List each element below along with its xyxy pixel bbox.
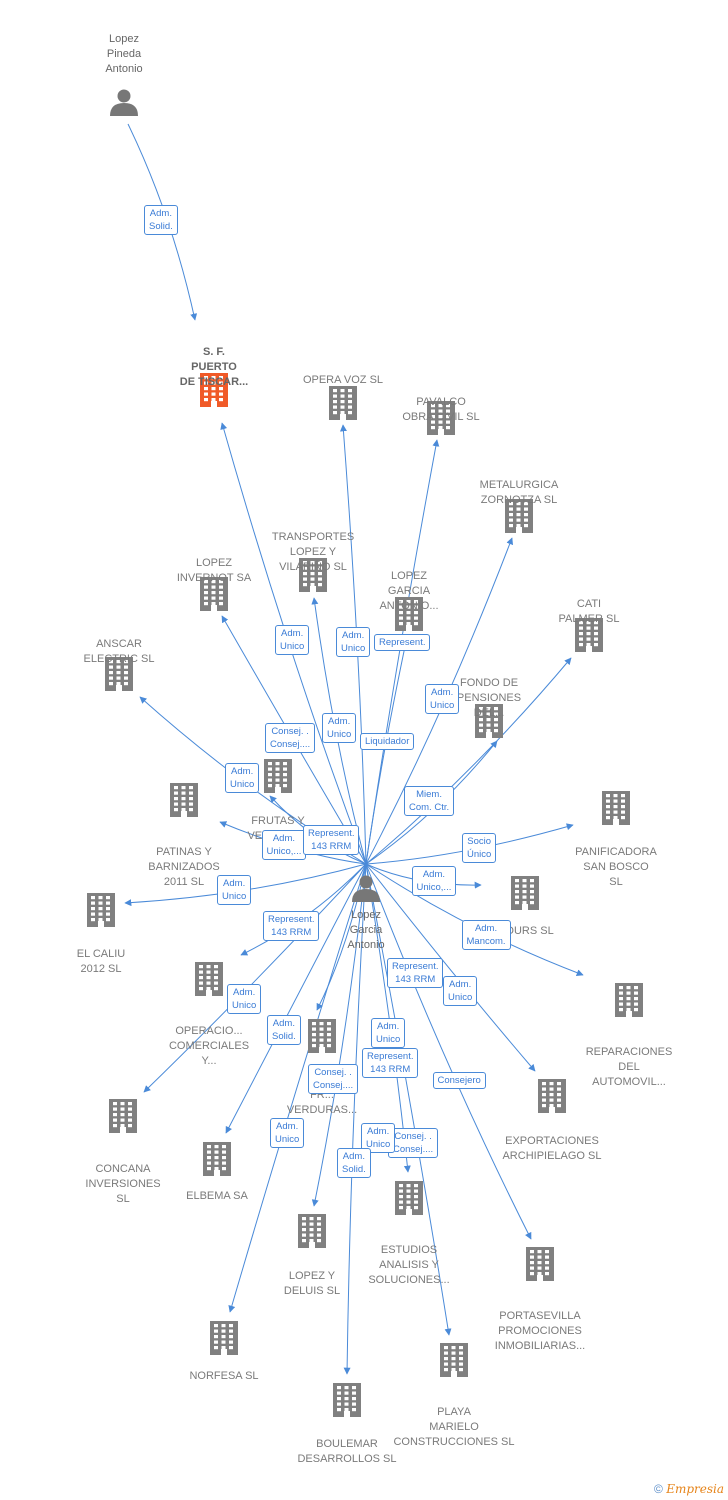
edge-relation-label[interactable]: Represent. — [374, 633, 431, 651]
edge-relation-label[interactable]: Adm. Unico — [322, 713, 357, 743]
edge-relation-label[interactable]: Adm. Unico — [225, 763, 260, 793]
company-icon-pavalco[interactable] — [427, 401, 455, 435]
company-label-boulemar[interactable]: BOULEMAR DESARROLLOS SL — [297, 1438, 397, 1465]
company-icon-operaciones[interactable] — [195, 962, 223, 996]
edge-relation-label[interactable]: Miem. Com. Ctr. — [404, 786, 455, 816]
edge-to-portasevilla — [365, 863, 532, 1240]
company-label-el_caliu[interactable]: EL CALIU 2012 SL — [76, 948, 126, 975]
edge-relation-label[interactable]: Represent. 143 RRM — [303, 825, 360, 855]
company-icon-cati_palmer[interactable] — [575, 618, 603, 652]
edge-relation-label[interactable]: Adm. Mancom. — [461, 920, 511, 950]
company-icon-norfesa[interactable] — [210, 1321, 238, 1355]
edge-to-cati_palmer — [365, 657, 572, 865]
company-label-pavalco[interactable]: PAVALCO OBRA CIVIL SL — [402, 396, 480, 423]
top-person-icon[interactable] — [110, 89, 138, 117]
edge-relation-label[interactable]: Adm. Solid. — [267, 1015, 301, 1045]
edge-relation-label[interactable]: Consej. . Consej.... — [265, 723, 316, 753]
edge-relation-label[interactable]: Liquidador — [360, 732, 415, 750]
company-icon-elbema[interactable] — [203, 1142, 231, 1176]
company-label-elbema[interactable]: ELBEMA SA — [186, 1190, 248, 1202]
company-icon-metalurgica[interactable] — [505, 499, 533, 533]
company-label-lopez_invernot[interactable]: LOPEZ INVERNOT SA — [176, 557, 252, 584]
edge-relation-label[interactable]: Consej. . Consej.... — [308, 1064, 359, 1094]
company-icon-frutas2[interactable] — [308, 1019, 336, 1053]
edge-relation-label[interactable]: Consej. . Consej.... — [388, 1128, 439, 1158]
edge-relation-label[interactable]: Adm. Unico — [371, 1018, 406, 1048]
top-person-label[interactable]: Lopez Pineda Antonio — [105, 33, 143, 75]
edge-to-boulemar — [343, 863, 367, 1375]
company-label-opera_voz[interactable]: OPERA VOZ SL — [302, 374, 384, 386]
company-label-norfesa[interactable]: NORFESA SL — [189, 1370, 259, 1382]
edge-to-lopez_garcia — [365, 636, 410, 865]
edge-relation-label[interactable]: Adm. Unico,... — [261, 830, 307, 860]
company-label-panificadora[interactable]: PANIFICADORA SAN BOSCO SL — [575, 846, 657, 888]
center-person-label[interactable]: Lopez Garcia Antonio — [347, 909, 385, 951]
company-label-cati_palmer[interactable]: CATI PALMER SL — [558, 598, 620, 625]
company-icon-boulemar[interactable] — [333, 1383, 361, 1417]
edge-relation-label[interactable]: Adm. Unico — [443, 976, 478, 1006]
edge-relation-label[interactable]: Represent. 143 RRM — [362, 1048, 419, 1078]
company-label-portasevilla[interactable]: PORTASEVILLA PROMOCIONES INMOBILIARIAS..… — [494, 1310, 586, 1352]
edge-to-exportaciones — [365, 863, 536, 1072]
copyright-symbol: © — [654, 1482, 663, 1496]
edge-relation-label[interactable]: Adm. Solid. — [144, 205, 178, 235]
edge-relation-label[interactable]: Consejero — [432, 1071, 486, 1089]
edge-relation-label[interactable]: Socio Único — [462, 833, 497, 863]
company-label-reparaciones[interactable]: REPARACIONES DEL AUTOMOVIL... — [585, 1046, 673, 1088]
edge-to-elbema — [225, 863, 367, 1134]
edge-to-playa_marielo — [365, 863, 452, 1336]
company-label-playa_marielo[interactable]: PLAYA MARIELO CONSTRUCCIONES SL — [393, 1406, 515, 1448]
company-label-transportes[interactable]: TRANSPORTES LOPEZ Y VILARIÑO SL — [271, 531, 355, 573]
company-label-lopez_garcia[interactable]: LOPEZ GARCIA ANTONIO... — [379, 570, 439, 612]
company-icon-frutas1[interactable] — [264, 759, 292, 793]
company-label-anscar[interactable]: ANSCAR ELECTRIC SL — [83, 638, 155, 665]
footer-brand[interactable]: © Empresia — [654, 1482, 724, 1496]
edge-relation-label[interactable]: Adm. Unico — [425, 684, 460, 714]
company-icon-transportes[interactable] — [299, 558, 327, 592]
company-icon-tours[interactable] — [511, 876, 539, 910]
company-icon-fondo[interactable] — [475, 704, 503, 738]
edge-to-norfesa — [228, 863, 367, 1313]
edge-relation-label[interactable]: Adm. Unico — [275, 625, 310, 655]
edge-relation-label[interactable]: Represent. 143 RRM — [387, 958, 444, 988]
company-icon-exportaciones[interactable] — [538, 1079, 566, 1113]
company-icon-portasevilla[interactable] — [526, 1247, 554, 1281]
company-icon-lopez_garcia[interactable] — [395, 597, 423, 631]
company-icon-playa_marielo[interactable] — [440, 1343, 468, 1377]
company-label-concana[interactable]: CONCANA INVERSIONES SL — [85, 1163, 161, 1205]
company-label-estudios[interactable]: ESTUDIOS ANALISIS Y SOLUCIONES... — [368, 1244, 450, 1286]
company-icon-anscar[interactable] — [105, 657, 133, 691]
edge-to-lopez_deluis — [311, 863, 367, 1207]
icons-layer — [87, 89, 643, 1417]
company-label-exportaciones[interactable]: EXPORTACIONES ARCHIPIELAGO SL — [502, 1135, 602, 1162]
company-icon-sf_puerto[interactable] — [200, 373, 228, 407]
brand-name: Empresia — [666, 1482, 724, 1496]
company-icon-patinas[interactable] — [170, 783, 198, 817]
company-label-lopez_deluis[interactable]: LOPEZ Y DELUIS SL — [283, 1270, 341, 1297]
company-icon-opera_voz[interactable] — [329, 386, 357, 420]
company-icon-lopez_invernot[interactable] — [200, 577, 228, 611]
edge-relation-label[interactable]: Adm. Solid. — [337, 1148, 371, 1178]
company-label-patinas[interactable]: PATINAS Y BARNIZADOS 2011 SL — [148, 846, 220, 888]
company-icon-estudios[interactable] — [395, 1181, 423, 1215]
company-label-metalurgica[interactable]: METALURGICA ZORNOTZA SL — [479, 479, 559, 506]
edge-relation-label[interactable]: Adm. Unico — [217, 875, 252, 905]
company-icon-lopez_deluis[interactable] — [298, 1214, 326, 1248]
edge-relation-label[interactable]: Adm. Unico — [336, 627, 371, 657]
company-label-operaciones[interactable]: OPERACIO... COMERCIALES Y... — [168, 1025, 250, 1067]
company-icon-panificadora[interactable] — [602, 791, 630, 825]
edge-relation-label[interactable]: Represent. 143 RRM — [263, 911, 320, 941]
company-label-fondo[interactable]: FONDO DE PENSIONES DEL... — [456, 677, 522, 719]
center-person-icon[interactable] — [352, 875, 380, 903]
company-icon-el_caliu[interactable] — [87, 893, 115, 927]
company-label-sf_puerto[interactable]: S. F. PUERTO DE TISCAR... — [179, 346, 249, 388]
edge-relation-label[interactable]: Adm. Unico — [270, 1118, 305, 1148]
edge-relation-label[interactable]: Adm. Unico — [227, 984, 262, 1014]
company-icon-reparaciones[interactable] — [615, 983, 643, 1017]
company-icon-concana[interactable] — [109, 1099, 137, 1133]
edge-relation-label[interactable]: Adm. Unico,... — [411, 866, 457, 896]
